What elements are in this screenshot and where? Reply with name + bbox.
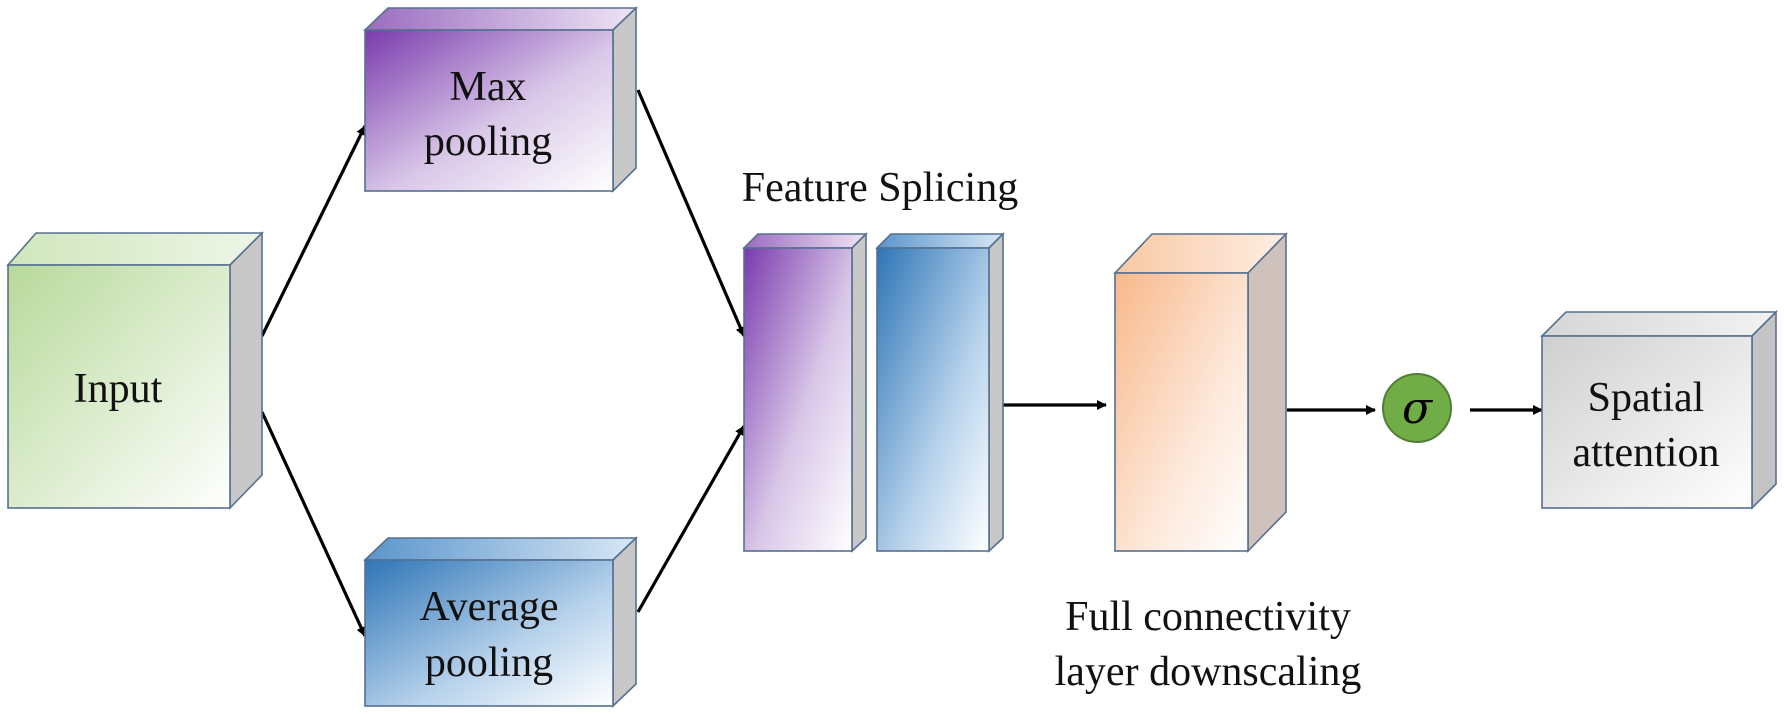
sigmoid-symbol: σ (1402, 383, 1434, 434)
full-connectivity-cube: Full connectivity layer downscaling (1055, 232, 1362, 695)
average-pooling-cube: Average pooling (363, 536, 638, 708)
edge-average-pooling-to-feature-splicing (636, 425, 746, 613)
spatial-attention-label-line1: Spatial (1588, 375, 1705, 421)
feature-splicing-slab-average (875, 232, 1005, 553)
max-pooling-label-line2: pooling (424, 119, 552, 165)
edges (260, 89, 1543, 637)
edge-max-pooling-to-feature-splicing (636, 89, 746, 337)
feature-splicing-label: Feature Splicing (742, 165, 1018, 211)
spatial-attention-label-line2: attention (1573, 430, 1720, 476)
max-pooling-cube: Max pooling (363, 6, 638, 193)
average-pooling-label-line1: Average (419, 584, 558, 630)
sigmoid-circle (1382, 373, 1452, 443)
feature-splicing-slab-max (742, 232, 868, 553)
full-connectivity-label-line1: Full connectivity (1065, 594, 1351, 640)
input-label: Input (74, 366, 163, 412)
full-connectivity-label-line2: layer downscaling (1055, 649, 1362, 695)
spatial-attention-cube: Spatial attention (1540, 310, 1778, 510)
sigmoid-node: σ (1382, 373, 1452, 443)
edge-input-to-average-pooling (260, 411, 367, 637)
average-pooling-label-line2: pooling (425, 640, 553, 686)
edge-input-to-max-pooling (260, 125, 367, 337)
max-pooling-label-line1: Max (450, 64, 527, 110)
input-cube: Input (6, 231, 264, 510)
feature-splicing: Feature Splicing (742, 165, 1018, 553)
